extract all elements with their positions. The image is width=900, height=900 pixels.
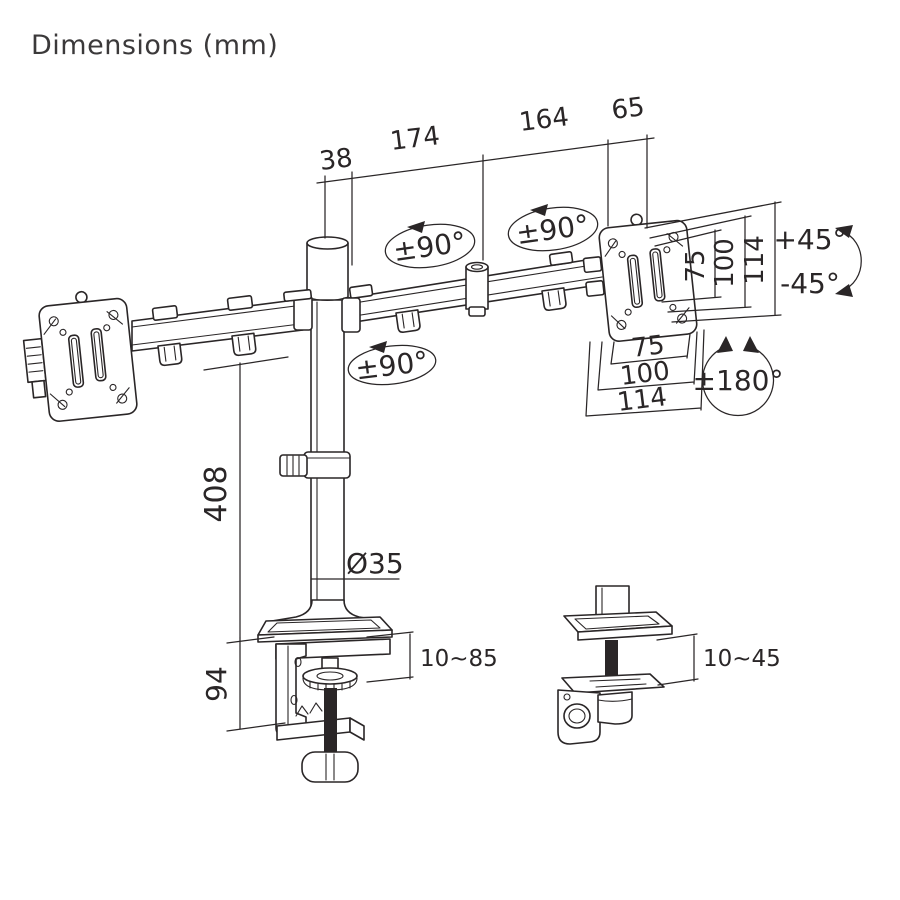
rotation-arm-left: ±90° (384, 221, 476, 269)
clamp-handle (301, 751, 359, 783)
clamp-range-dimension: 10~85 (366, 631, 498, 683)
pole-height-dimension: 408 (199, 356, 289, 639)
vesa-slot (90, 327, 107, 382)
label-plus-minus-180: ±180° (693, 364, 784, 397)
desk-clamp (257, 616, 393, 783)
tilt-dimension: +45° -45° (773, 223, 862, 300)
clamp-height-dimension: 94 (200, 636, 286, 732)
vesa-horizontal-dimensions: 75 100 114 (585, 329, 705, 418)
rotation-pole: ±90° (347, 341, 437, 387)
vesa-slot (67, 334, 85, 388)
dim-94: 94 (200, 666, 233, 702)
dim-408: 408 (199, 465, 234, 522)
dim-65: 65 (610, 92, 647, 126)
label-minus-45: -45° (780, 267, 840, 300)
top-dimension: 38 174 164 65 (316, 92, 655, 266)
dim-vesa-114-v: 114 (740, 235, 770, 285)
grommet-mount (557, 585, 673, 745)
label-plus-45: +45° (773, 223, 846, 256)
cable-clip (541, 287, 567, 311)
right-vesa-plate (582, 213, 698, 342)
vesa-slot (626, 254, 644, 309)
rotation-arm-right: ±90° (507, 204, 599, 252)
lower-arm-left (131, 298, 304, 352)
page-title: Dimensions (mm) (31, 30, 278, 61)
dim-10-85: 10~85 (420, 646, 498, 672)
left-vesa-plate (22, 290, 138, 422)
clamp-screw (324, 688, 337, 754)
dim-174: 174 (389, 121, 442, 157)
label-plus-minus-90: ±90° (354, 345, 431, 387)
rotation-head: ±180° (693, 336, 784, 417)
dim-vesa-75-h: 75 (630, 330, 667, 364)
pole-collar (279, 451, 351, 479)
dim-vesa-100-h: 100 (619, 356, 672, 392)
dim-38: 38 (318, 143, 355, 177)
cable-clip (157, 342, 183, 367)
cable-clip (395, 309, 421, 333)
pole-diameter-dimension: Ø35 (310, 547, 404, 580)
vesa-vertical-dimensions: 75 100 114 (644, 201, 782, 323)
vesa-slot (649, 248, 666, 302)
grommet-range-dimension: 10~45 (656, 633, 781, 686)
dim-164: 164 (518, 102, 571, 138)
dim-vesa-75-v: 75 (681, 249, 711, 282)
dim-10-45: 10~45 (703, 646, 781, 672)
arm-hub-collar (293, 295, 313, 331)
dim-diameter-35: Ø35 (346, 547, 404, 580)
dim-vesa-100-v: 100 (710, 238, 740, 288)
clamp-pad (302, 667, 358, 685)
arm-top-clip (151, 250, 574, 321)
pole (271, 236, 384, 623)
dim-vesa-114-h: 114 (616, 382, 669, 418)
elbow-joint (465, 261, 489, 317)
arm-hub-collar (341, 297, 361, 333)
cable-clip (231, 332, 257, 357)
